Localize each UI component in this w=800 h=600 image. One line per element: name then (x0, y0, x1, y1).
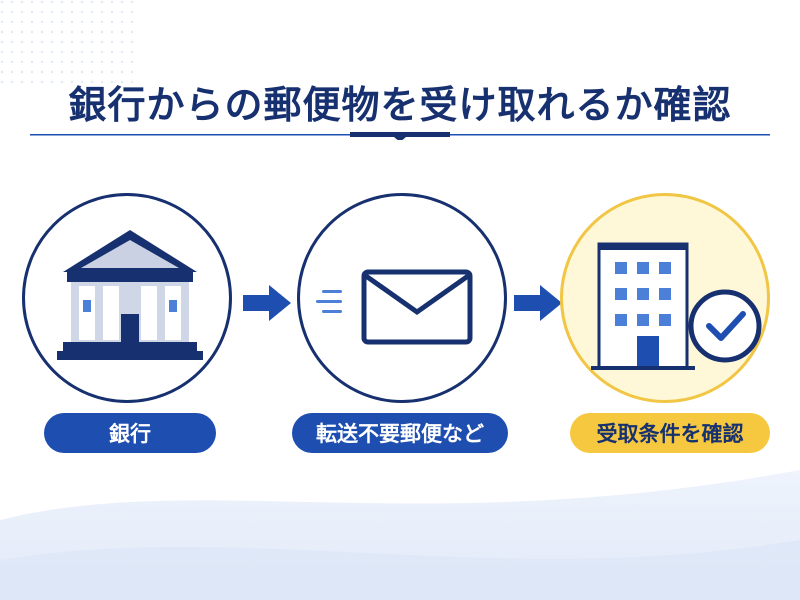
step-1-label: 銀行 (44, 413, 216, 453)
step-3-circle (560, 193, 770, 403)
page-title: 銀行からの郵便物を受け取れるか確認 (68, 83, 732, 127)
step-2-circle (297, 193, 507, 403)
building-check-icon (591, 242, 762, 370)
title-underline (30, 132, 770, 140)
step-1-circle (22, 193, 232, 403)
step-2-label: 転送不要郵便など (292, 413, 508, 453)
envelope-icon (316, 269, 473, 345)
bank-icon (57, 230, 203, 360)
arrow-right-icon (243, 285, 291, 321)
arrow-right-icon (514, 285, 562, 321)
step-3-label: 受取条件を確認 (570, 413, 770, 453)
